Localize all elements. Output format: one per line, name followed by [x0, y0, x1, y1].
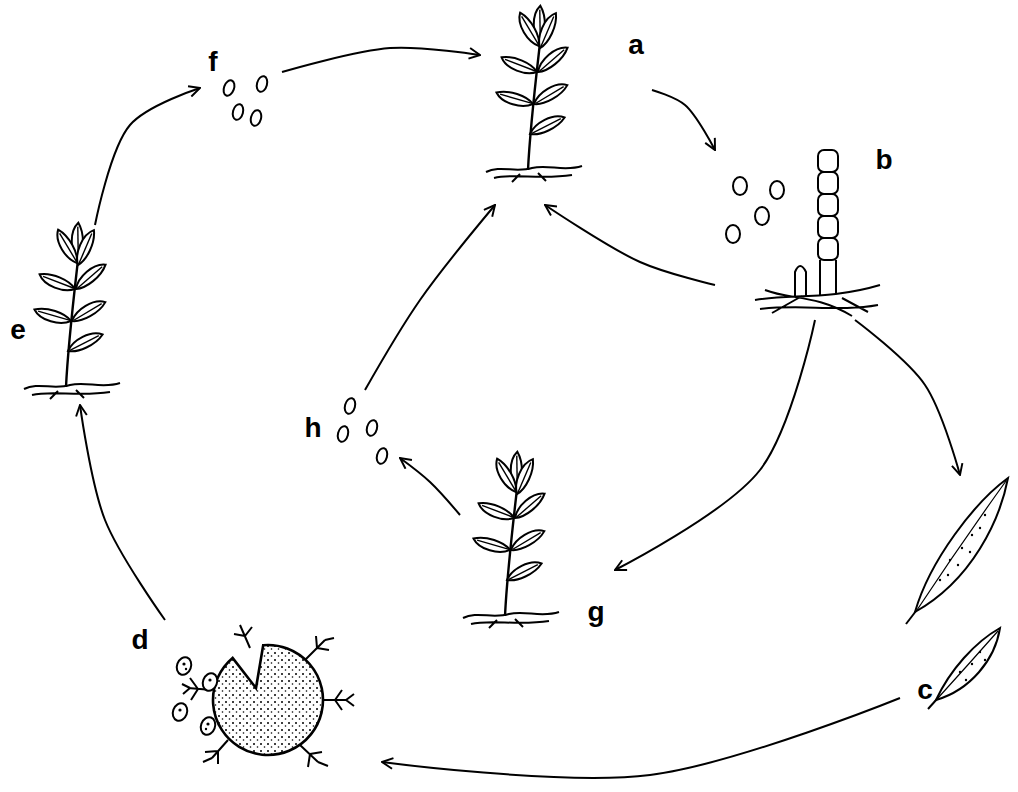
stage-letter: e — [10, 316, 26, 344]
spores — [336, 397, 389, 465]
host-plant — [486, 5, 582, 182]
life-stage: g — [460, 450, 615, 632]
cycle-arrow — [615, 320, 815, 570]
cycle-arrow — [365, 205, 495, 390]
stage-letter: h — [304, 414, 321, 442]
life-stage: f — [200, 42, 282, 130]
life-stage: e — [8, 225, 133, 405]
stage-letter: d — [131, 626, 148, 654]
cleistothecium — [170, 625, 354, 767]
life-stage: b — [715, 135, 900, 320]
life-stage: d — [130, 620, 382, 775]
cycle-arrow — [400, 458, 460, 515]
stage-letter: c — [917, 676, 933, 704]
life-stage: h — [300, 390, 400, 470]
stage-letter: f — [208, 48, 217, 76]
spotted-leaves — [906, 478, 1008, 709]
conidia-and-hyphae — [726, 150, 880, 316]
host-plant — [463, 451, 559, 628]
cycle-arrow — [95, 88, 200, 225]
cycle-arrow — [282, 48, 480, 72]
life-stage: a — [480, 15, 652, 205]
cycle-arrow — [545, 205, 715, 285]
stage-letter: b — [875, 146, 892, 174]
stage-letter: a — [628, 31, 644, 59]
stage-letter: g — [587, 598, 604, 626]
cycle-arrow — [382, 698, 900, 778]
cycle-arrow — [652, 90, 715, 150]
life-stage: c — [900, 475, 1012, 707]
spores — [222, 75, 269, 127]
cycle-arrow — [80, 405, 165, 620]
host-plant — [24, 222, 120, 399]
cycle-arrow — [855, 320, 960, 475]
